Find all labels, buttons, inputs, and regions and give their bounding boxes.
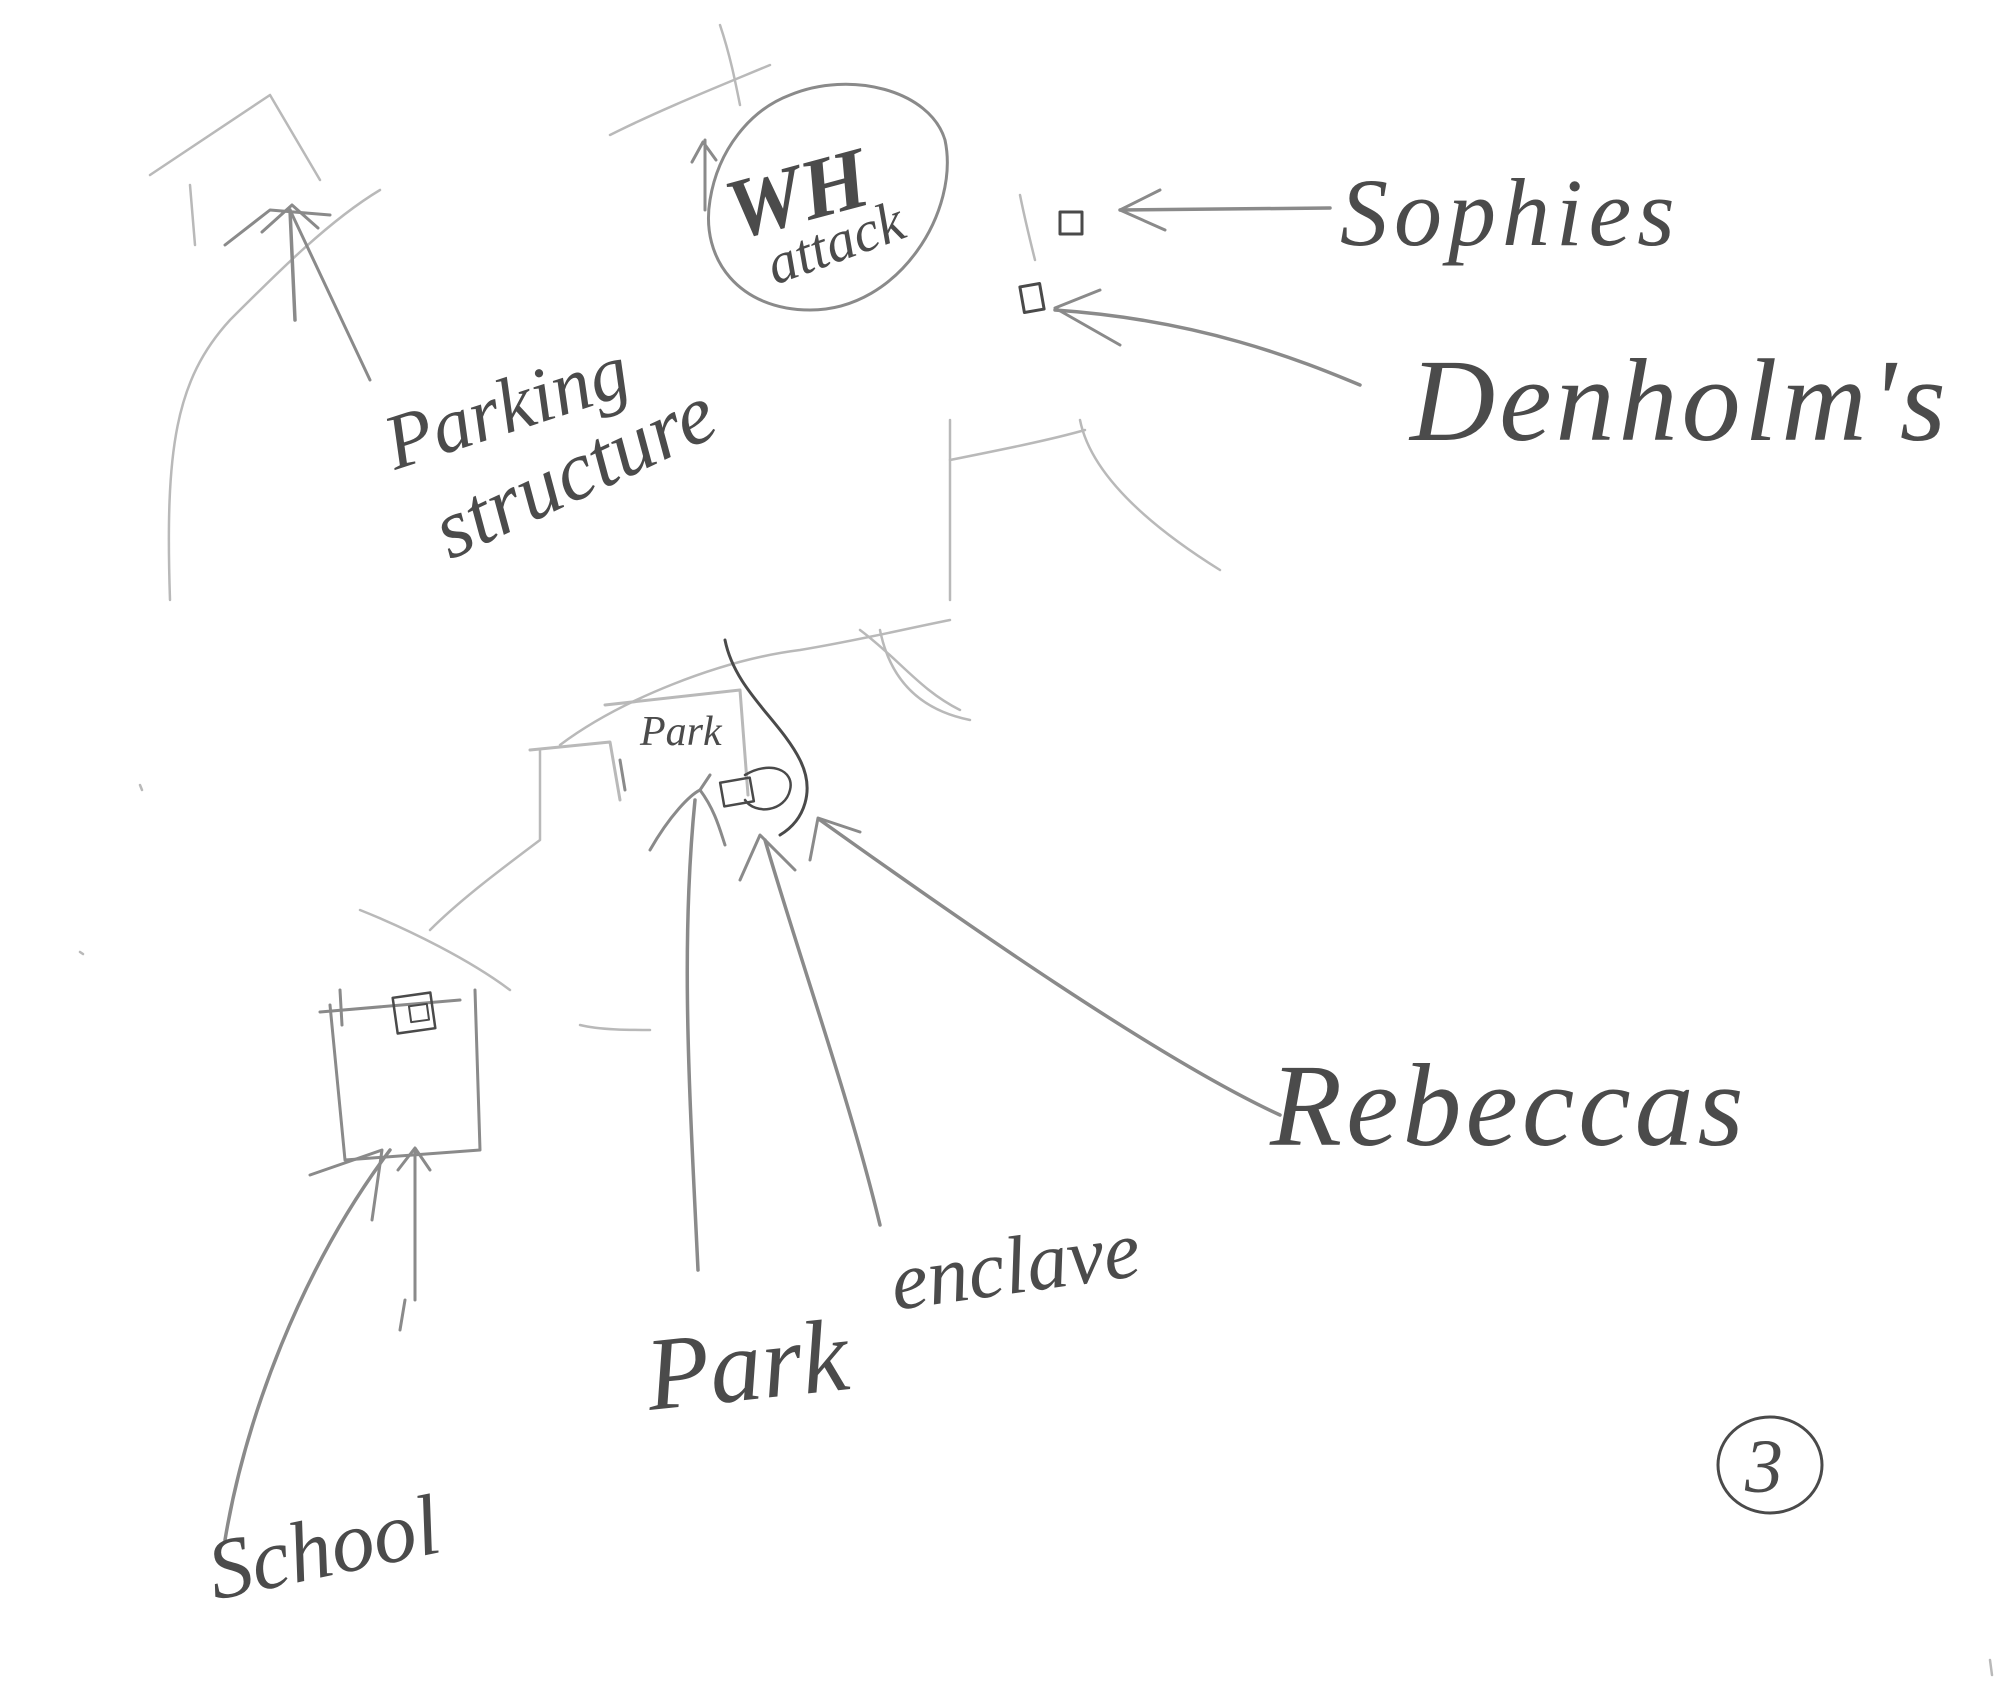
school-arrows bbox=[223, 1146, 432, 1542]
page-number-badge bbox=[1716, 1415, 1824, 1515]
school-label: School bbox=[199, 1476, 448, 1619]
wh-attack-marker bbox=[690, 82, 949, 312]
road-lines bbox=[78, 23, 1994, 1677]
page-number: 3 bbox=[1744, 1425, 1783, 1509]
enclave-label: enclave bbox=[885, 1203, 1146, 1328]
school-building bbox=[318, 988, 482, 1162]
denholms-label: Denholm's bbox=[1408, 335, 1950, 466]
denholms-marker bbox=[1018, 281, 1362, 387]
rebeccas-arrow bbox=[808, 816, 1282, 1117]
park-area bbox=[528, 638, 809, 837]
enclave-arrow bbox=[738, 833, 882, 1227]
parking-structure-marker bbox=[223, 203, 372, 382]
park-arrow bbox=[648, 788, 727, 1272]
sophies-label: Sophies bbox=[1340, 159, 1681, 266]
park-box-label: Park bbox=[639, 709, 723, 755]
sophies-marker bbox=[1058, 188, 1332, 236]
rebeccas-label: Rebeccas bbox=[1269, 1040, 1748, 1171]
park-label: Park bbox=[639, 1297, 855, 1433]
